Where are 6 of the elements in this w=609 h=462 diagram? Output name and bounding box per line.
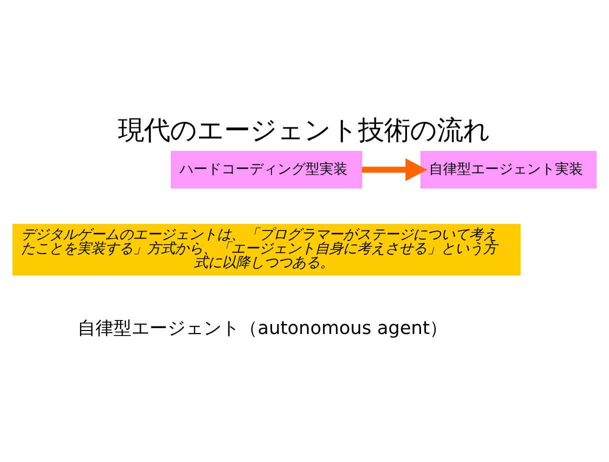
- node-box: ハードコーディング型実装: [170, 151, 362, 188]
- arrow: [362, 158, 428, 182]
- node-box: 自律型エージェント実装: [420, 151, 597, 188]
- diagram-title: 現代のエージェント技術の流れ: [118, 116, 490, 146]
- node-box: デジタルゲームのエージェントは、「プログラマーがステージについて考えたことを実装する」方式から、「エージェント自身に考えさせる」という方式に以降しつつある。: [12, 224, 521, 276]
- label: 自律型エージェント（autonomous agent）: [78, 318, 448, 340]
